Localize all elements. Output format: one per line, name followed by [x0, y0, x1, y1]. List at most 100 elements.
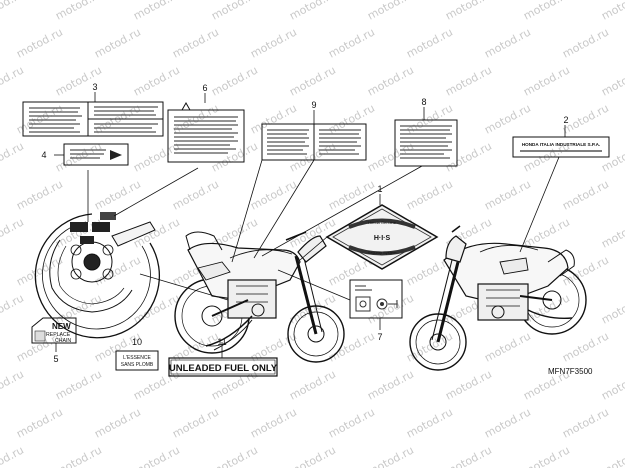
- watermark-text: motod.ru: [521, 63, 572, 98]
- emblem-top-text: Honda Genuine: [368, 220, 397, 225]
- callout-10: 10: [132, 337, 142, 347]
- watermark-text: motod.ru: [404, 101, 455, 136]
- chain-text: CHAIN: [55, 338, 71, 344]
- watermark-text: motod.ru: [170, 177, 221, 212]
- watermark-text: motod.ru: [14, 177, 65, 212]
- watermark-text: motod.ru: [560, 405, 611, 440]
- label-8-sticker: [394, 119, 458, 167]
- label-4-sticker: [63, 143, 129, 166]
- watermark-text: motod.ru: [53, 0, 104, 23]
- watermark-text: motod.ru: [365, 443, 416, 468]
- callout-5: 5: [53, 354, 58, 364]
- watermark-text: motod.ru: [404, 405, 455, 440]
- watermark-text: motod.ru: [0, 0, 26, 23]
- watermark-text: motod.ru: [209, 63, 260, 98]
- watermark-text: motod.ru: [92, 25, 143, 60]
- watermark-text: motod.ru: [482, 177, 533, 212]
- watermark-text: motod.ru: [521, 443, 572, 468]
- callout-3: 3: [92, 82, 97, 92]
- watermark-text: motod.ru: [599, 291, 625, 326]
- watermark-text: motod.ru: [0, 215, 26, 250]
- watermark-text: motod.ru: [248, 177, 299, 212]
- watermark-text: motod.ru: [0, 63, 26, 98]
- watermark-text: motod.ru: [365, 0, 416, 23]
- watermark-text: motod.ru: [443, 0, 494, 23]
- callout-11: 11: [217, 337, 226, 347]
- watermark-text: motod.ru: [287, 63, 338, 98]
- callout-8: 8: [421, 97, 426, 107]
- essence-line-2: SANS PLOMB: [121, 362, 154, 368]
- diagram-code: MFN7F3500: [548, 367, 593, 376]
- watermark-text: motod.ru: [482, 329, 533, 364]
- watermark-text: motod.ru: [53, 367, 104, 402]
- unleaded-text: UNLEADED FUEL ONLY: [169, 363, 278, 374]
- honda-italia-text: HONDA ITALIA INDUSTRIALE S.P.A.: [522, 142, 600, 147]
- watermark-text: motod.ru: [443, 443, 494, 468]
- watermark-text: motod.ru: [560, 253, 611, 288]
- leader-lines: [54, 92, 566, 358]
- watermark-text: motod.ru: [599, 0, 625, 23]
- watermark-text: motod.ru: [599, 63, 625, 98]
- watermark-text: motod.ru: [248, 25, 299, 60]
- watermark-text: motod.ru: [287, 443, 338, 468]
- watermark-text: motod.ru: [365, 139, 416, 174]
- watermark-text: motod.ru: [14, 253, 65, 288]
- watermark-text: motod.ru: [170, 25, 221, 60]
- watermark-text: motod.ru: [326, 177, 377, 212]
- watermark-text: motod.ru: [326, 405, 377, 440]
- watermark-text: motod.ru: [0, 443, 26, 468]
- watermark-text: motod.ru: [0, 367, 26, 402]
- watermark-text: motod.ru: [170, 405, 221, 440]
- watermark-text: motod.ru: [131, 443, 182, 468]
- watermark-text: motod.ru: [443, 139, 494, 174]
- watermark-text: motod.ru: [365, 291, 416, 326]
- watermark-text: motod.ru: [287, 0, 338, 23]
- watermark-text: motod.ru: [131, 0, 182, 23]
- watermark-text: motod.ru: [365, 367, 416, 402]
- callout-1: 1: [377, 184, 382, 194]
- watermark-text: motod.ru: [482, 25, 533, 60]
- watermark-text: motod.ru: [365, 63, 416, 98]
- watermark-text: motod.ru: [443, 367, 494, 402]
- watermark-text: motod.ru: [14, 25, 65, 60]
- motorcycle-right-view: [409, 225, 587, 371]
- watermark-text: motod.ru: [248, 405, 299, 440]
- watermark-text: motod.ru: [14, 405, 65, 440]
- callout-numbers: 1 2 3 4 5 6 7 8 9 10 11: [41, 82, 568, 364]
- emblem-bottom-text: Security System: [368, 250, 398, 255]
- watermark-text: motod.ru: [287, 367, 338, 402]
- label-1-emblem: Honda Genuine H·I·S Security System: [325, 204, 439, 270]
- watermark-text: motod.ru: [404, 177, 455, 212]
- label-10-sticker: L'ESSENCE SANS PLOMB: [115, 350, 159, 371]
- watermark-text: motod.ru: [560, 25, 611, 60]
- watermark-text: motod.ru: [0, 291, 26, 326]
- label-9-sticker: [261, 123, 367, 161]
- watermark-text: motod.ru: [53, 443, 104, 468]
- watermark-text: motod.ru: [92, 177, 143, 212]
- watermark-text: motod.ru: [209, 443, 260, 468]
- callout-2: 2: [563, 115, 568, 125]
- watermark-text: motod.ru: [404, 25, 455, 60]
- watermark-text: motod.ru: [404, 329, 455, 364]
- callout-7: 7: [377, 332, 382, 342]
- replace-text: REPLACE: [46, 332, 71, 338]
- watermark-text: motod.ru: [326, 25, 377, 60]
- callout-4: 4: [41, 150, 46, 160]
- watermark-text: motod.ru: [443, 63, 494, 98]
- watermark-text: motod.ru: [482, 405, 533, 440]
- rear-wheel-stickers: [70, 212, 116, 244]
- watermark-text: motod.ru: [248, 101, 299, 136]
- label-3-text-lines: [29, 106, 158, 133]
- watermark-text: motod.ru: [560, 329, 611, 364]
- callout-6: 6: [202, 83, 207, 93]
- watermark-text: motod.ru: [92, 253, 143, 288]
- callout-9: 9: [311, 100, 316, 110]
- watermark-text: motod.ru: [92, 405, 143, 440]
- label-7-sticker: [349, 279, 403, 319]
- watermark-text: motod.ru: [14, 101, 65, 136]
- watermark-text: motod.ru: [53, 139, 104, 174]
- label-11-sticker: UNLEADED FUEL ONLY: [168, 357, 278, 377]
